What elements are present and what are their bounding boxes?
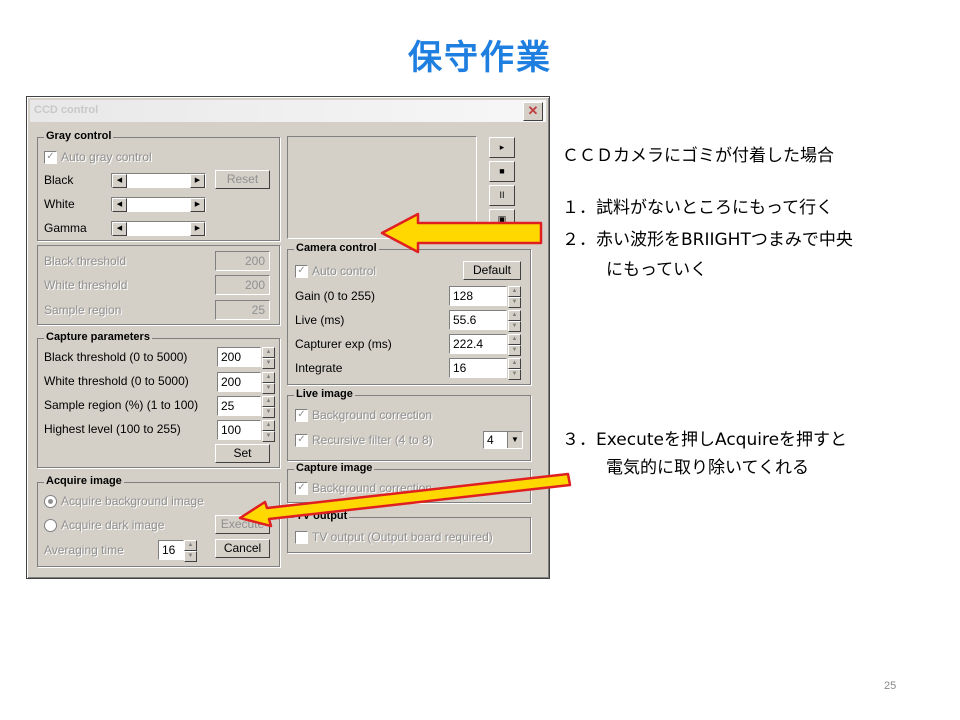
group-label: Gray control — [44, 130, 114, 142]
notes-step-3-cont: 電気的に取り除いてくれる — [606, 458, 809, 478]
slider-left-icon[interactable]: ◀ — [112, 198, 127, 212]
spinner[interactable]: ▲▼ — [262, 347, 275, 369]
slide-title: 保守作業 — [408, 38, 552, 78]
black-slider[interactable]: ◀ ▶ — [111, 173, 206, 188]
notes-step-2-cont: にもっていく — [606, 260, 708, 280]
sample-region-field: 25 — [215, 300, 270, 320]
auto-gray-label: Auto gray control — [61, 150, 152, 164]
page-number: 25 — [884, 680, 897, 692]
cp-sample-region-input[interactable]: 25 — [217, 396, 261, 416]
live-label: Live (ms) — [295, 313, 345, 327]
integrate-label: Integrate — [295, 361, 343, 375]
acquire-dark-radio[interactable] — [44, 519, 57, 532]
capture-image-group: Capture image — [287, 462, 531, 503]
spinner[interactable]: ▲▼ — [262, 420, 275, 442]
group-label: Capture parameters — [44, 331, 152, 343]
notes-heading: ＣＣＤカメラにゴミが付着した場合 — [562, 146, 834, 166]
auto-control-label: Auto control — [312, 264, 377, 278]
live-input[interactable]: 55.6 — [449, 310, 507, 330]
close-icon[interactable]: ✕ — [523, 102, 543, 121]
spinner[interactable]: ▲▼ — [184, 540, 197, 562]
spinner[interactable]: ▲▼ — [508, 334, 521, 356]
white-threshold-field: 200 — [215, 275, 270, 295]
tv-output-label: TV output (Output board required) — [312, 530, 493, 544]
live-background-correction-checkbox[interactable]: ✓ — [295, 409, 308, 422]
slider-right-icon[interactable]: ▶ — [190, 174, 205, 188]
sample-region-label: Sample region — [44, 303, 122, 317]
white-label: White — [44, 197, 75, 211]
capture-background-correction-label: Background correction — [312, 481, 433, 495]
acquire-background-label: Acquire background image — [61, 494, 204, 508]
cp-white-threshold-label: White threshold (0 to 5000) — [44, 374, 189, 388]
cancel-button[interactable]: Cancel — [215, 539, 270, 558]
spinner[interactable]: ▲▼ — [262, 396, 275, 418]
cp-black-threshold-label: Black threshold (0 to 5000) — [44, 350, 188, 364]
notes-step-1: １．試料がないところにもって行く — [562, 198, 834, 218]
acquire-dark-label: Acquire dark image — [61, 518, 165, 532]
acquire-background-radio[interactable] — [44, 495, 57, 508]
live-image-group: Live image — [287, 388, 531, 461]
black-label: Black — [44, 173, 74, 187]
black-threshold-field: 200 — [215, 251, 270, 271]
save-icon[interactable]: ▣ — [489, 209, 515, 230]
gamma-label: Gamma — [44, 221, 87, 235]
cp-sample-region-label: Sample region (%) (1 to 100) — [44, 398, 199, 412]
cp-highest-level-label: Highest level (100 to 255) — [44, 422, 181, 436]
notes-step-3: ３．Executeを押しAcquireを押すと — [562, 430, 848, 450]
capture-background-correction-checkbox[interactable]: ✓ — [295, 482, 308, 495]
image-preview — [287, 136, 477, 239]
cp-black-threshold-input[interactable]: 200 — [217, 347, 261, 367]
white-threshold-label: White threshold — [44, 278, 128, 292]
recursive-filter-select[interactable]: 4 ▼ — [483, 431, 523, 449]
live-background-correction-label: Background correction — [312, 408, 433, 422]
spinner[interactable]: ▲▼ — [262, 372, 275, 394]
group-label: Live image — [294, 388, 355, 400]
title-bar[interactable]: CCD control ✕ — [30, 100, 546, 122]
execute-button[interactable]: Execute — [215, 515, 270, 534]
cp-white-threshold-input[interactable]: 200 — [217, 372, 261, 392]
default-button[interactable]: Default — [463, 261, 521, 280]
averaging-time-label: Averaging time — [44, 543, 124, 557]
slider-left-icon[interactable]: ◀ — [112, 222, 127, 236]
group-label: TV output — [294, 510, 350, 522]
gamma-slider[interactable]: ◀ ▶ — [111, 221, 206, 236]
spinner[interactable]: ▲▼ — [508, 358, 521, 380]
tv-output-checkbox[interactable]: ✓ — [295, 531, 308, 544]
recursive-filter-value: 4 — [487, 433, 494, 447]
pause-icon[interactable]: II — [489, 185, 515, 206]
gain-label: Gain (0 to 255) — [295, 289, 376, 303]
recursive-filter-checkbox[interactable]: ✓ — [295, 434, 308, 447]
white-slider[interactable]: ◀ ▶ — [111, 197, 206, 212]
chevron-down-icon[interactable]: ▼ — [507, 432, 522, 448]
slider-right-icon[interactable]: ▶ — [190, 198, 205, 212]
reset-button[interactable]: Reset — [215, 170, 270, 189]
integrate-input[interactable]: 16 — [449, 358, 507, 378]
capture-parameters-group: Capture parameters — [37, 331, 280, 468]
averaging-time-input[interactable]: 16 — [158, 540, 184, 560]
recursive-filter-label: Recursive filter (4 to 8) — [312, 433, 433, 447]
stop-icon[interactable]: ■ — [489, 161, 515, 182]
spinner[interactable]: ▲▼ — [508, 310, 521, 332]
notes-step-2: ２．赤い波形をBRIIGHTつまみで中央 — [562, 230, 853, 250]
gain-input[interactable]: 128 — [449, 286, 507, 306]
play-icon[interactable]: ▸ — [489, 137, 515, 158]
auto-control-checkbox[interactable]: ✓ — [295, 265, 308, 278]
set-button[interactable]: Set — [215, 444, 270, 463]
threshold-group — [37, 245, 280, 325]
capturer-exp-input[interactable]: 222.4 — [449, 334, 507, 354]
group-label: Camera control — [294, 242, 379, 254]
spinner[interactable]: ▲▼ — [508, 286, 521, 308]
slider-right-icon[interactable]: ▶ — [190, 222, 205, 236]
group-label: Acquire image — [44, 475, 124, 487]
capturer-exp-label: Capturer exp (ms) — [295, 337, 392, 351]
group-label: Capture image — [294, 462, 375, 474]
black-threshold-label: Black threshold — [44, 254, 127, 268]
gray-control-group: Gray control — [37, 130, 280, 241]
dialog-title: CCD control — [34, 104, 99, 116]
ccd-control-dialog: CCD control ✕ Gray control ✓ Auto gray c… — [26, 96, 550, 579]
slider-left-icon[interactable]: ◀ — [112, 174, 127, 188]
cp-highest-level-input[interactable]: 100 — [217, 420, 261, 440]
auto-gray-checkbox[interactable]: ✓ — [44, 151, 57, 164]
